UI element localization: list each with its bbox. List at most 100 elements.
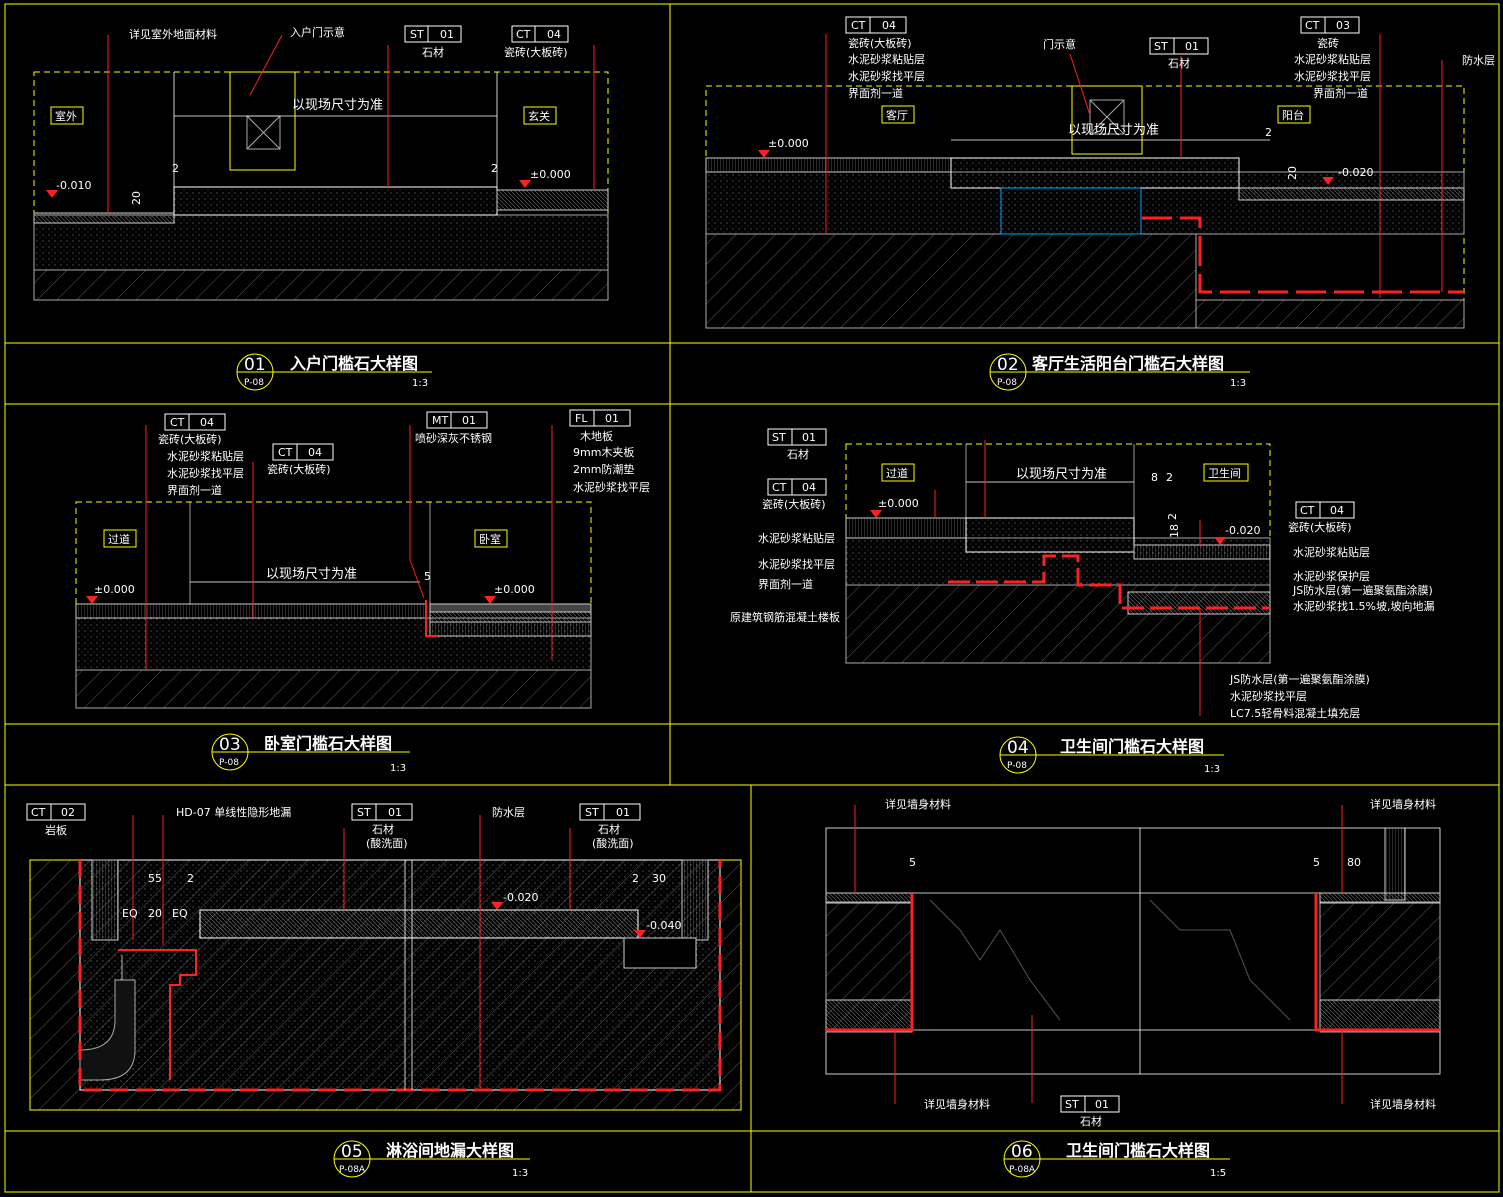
p01-dim-2: 2 [491,162,498,175]
panel-03-titleblock: 03 P-08 卧室门槛石大样图 1:3 [211,733,410,774]
p03-note-0: 以现场尺寸为准 [266,567,357,582]
tag-label: 木地板 [580,429,613,443]
p03-dim-0: 5 [424,570,431,583]
p03-room-0: 过道 [108,532,130,546]
p06-dim-2: 80 [1347,856,1361,869]
tag-label: 瓷砖(大板砖) [158,432,222,446]
p04-tag-ct04-b: CT 04 瓷砖(大板砖) [1288,501,1355,534]
p04-layer-b-1: 水泥砂浆找平层 [1230,689,1307,703]
tag-code: ST [357,806,371,819]
p06-note-3: 详见墙身材料 [1370,1097,1436,1111]
tag-label: 石材 [1168,56,1190,70]
tag-num: 04 [882,19,896,32]
tag-label: 石材 [422,45,444,59]
panel-06-titleblock: 06 P-08A 卫生间门槛石大样图 1:5 [1003,1140,1230,1179]
p03-num: 03 [219,735,241,755]
panel-06-labels: 详见墙身材料 详见墙身材料 详见墙身材料 详见墙身材料 ST 01 石材 5 5… [885,797,1436,1128]
p04-scale: 1:3 [1204,764,1220,775]
tag-code: CT [772,481,787,494]
tag-code: ST [410,28,424,41]
p05-level-0: -0.020 [503,891,538,904]
tag-label: 瓷砖(大板砖) [504,45,568,59]
tag-label: 瓷砖 [1317,36,1339,50]
tag-code: FL [575,412,588,425]
tag-num: 04 [802,481,816,494]
p03-scale: 1:3 [390,763,406,774]
panel-02-drawing [705,34,1465,329]
p02-layer-r-2: 界面剂一道 [1313,86,1368,100]
p02-layer-r-1: 水泥砂浆找平层 [1294,69,1371,83]
p03-ref: P-08 [219,758,239,768]
p02-layer-r-0: 水泥砂浆粘贴层 [1294,52,1371,66]
p01-tag-st: ST 01 石材 [404,25,462,59]
p02-dim-1: 20 [1286,166,1299,180]
tag-code: ST [585,806,599,819]
panel-04-drawing [845,440,1271,716]
p04-layer-b-0: JS防水层(第一遍聚氨酯涂膜) [1229,672,1370,686]
p06-title: 卫生间门槛石大样图 [1066,1141,1210,1160]
frame-grid [4,3,1500,1193]
tag-code: CT [516,28,531,41]
p03-room-1: 卧室 [479,532,501,546]
p01-room-0: 室外 [55,109,77,123]
p01-title: 入户门槛石大样图 [290,354,418,373]
panel-02-titleblock: 02 P-08 客厅生活阳台门槛石大样图 1:3 [989,353,1250,391]
p03-tag-ct04-a: CT 04 瓷砖(大板砖) [158,413,226,446]
p04-layer-b-2: LC7.5轻骨料混凝土填充层 [1230,706,1360,720]
p01-ref: P-08 [244,378,264,388]
p02-ref: P-08 [997,378,1017,388]
p05-dim-0: 55 [148,872,162,885]
p03-layer-r-0: 9mm木夹板 [573,445,634,459]
p02-title: 客厅生活阳台门槛石大样图 [1032,354,1224,373]
panel-03-labels: CT 04 瓷砖(大板砖) 水泥砂浆粘贴层 水泥砂浆找平层 界面剂一道 CT 0… [94,409,650,596]
p05-dim-4: EQ [172,907,188,920]
tag-sub: (酸洗面) [366,836,408,850]
p03-layer-r-2: 水泥砂浆找平层 [573,480,650,494]
p01-dim-0: 20 [130,191,143,205]
p03-tag-fl01: FL 01 木地板 [569,409,631,443]
p03-layer-l-1: 水泥砂浆找平层 [167,466,244,480]
tag-num: 04 [547,28,561,41]
p05-tag-st01-a: ST 01 石材 (酸洗面) [351,803,413,850]
p04-note-0: 以现场尺寸为准 [1016,467,1107,482]
tag-label: 瓷砖(大板砖) [762,497,826,511]
p04-layer-l-3: 原建筑钢筋混凝土楼板 [730,610,840,624]
p06-note-0: 详见墙身材料 [885,797,951,811]
p04-tag-ct04-a: CT 04 瓷砖(大板砖) [762,478,827,511]
p04-layer-r-0: 水泥砂浆粘贴层 [1293,545,1370,559]
tag-code: CT [278,446,293,459]
p05-dim-1: 2 [187,872,194,885]
p05-tag-ct02: CT 02 岩板 [26,803,86,837]
panel-05-labels: CT 02 岩板 ST 01 石材 (酸洗面) ST 01 石材 (酸洗面) H… [26,803,681,932]
p01-note-0: 详见室外地面材料 [129,27,217,41]
p05-dim-5: 2 [632,872,639,885]
p04-ref: P-08 [1007,761,1027,771]
panel-01-titleblock: 01 P-08 入户门槛石大样图 1:3 [236,353,432,391]
p04-title: 卫生间门槛石大样图 [1060,737,1204,756]
tag-label: 瓷砖(大板砖) [267,462,331,476]
p02-layer-l-2: 界面剂一道 [848,86,903,100]
tag-label: 瓷砖(大板砖) [848,36,912,50]
p04-layer-r-1: 水泥砂浆保护层 [1293,569,1370,583]
tag-code: CT [851,19,866,32]
p04-room-0: 过道 [886,466,908,480]
tag-num: 02 [61,806,75,819]
p02-room-1: 阳台 [1282,108,1304,122]
p01-room-1: 玄关 [528,109,550,123]
tag-label: 瓷砖(大板砖) [1288,520,1352,534]
tag-label: 石材 [787,447,809,461]
tag-num: 01 [1095,1098,1109,1111]
tag-num: 01 [605,412,619,425]
p04-layer-l-1: 水泥砂浆找平层 [758,557,835,571]
tag-code: MT [432,414,448,427]
tag-code: CT [1300,504,1315,517]
p01-num: 01 [244,355,266,375]
p02-note-2: 防水层 [1462,53,1495,67]
tag-code: CT [31,806,46,819]
p06-note-1: 详见墙身材料 [1370,797,1436,811]
p01-level-1: ±0.000 [530,168,571,181]
p01-note-2: 以现场尺寸为准 [292,98,383,113]
p02-dim-0: 2 [1265,126,1272,139]
p01-dim-1: 2 [172,162,179,175]
p04-tag-st01: ST 01 石材 [767,428,827,461]
